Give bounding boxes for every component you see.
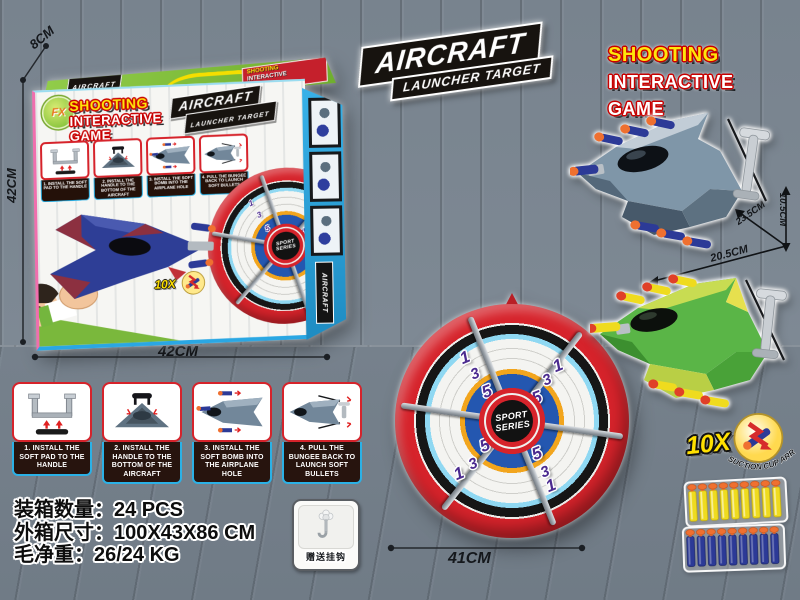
- suction-arrow-count: 10X: [685, 428, 732, 461]
- green-jet-toy: [590, 274, 787, 408]
- step-card-2: 2. INSTALL THE HANDLE TO THE BOTTOM OF T…: [102, 382, 182, 484]
- packing-weight-label: 毛净重：: [14, 544, 94, 566]
- main-tagline-line1: SHOOTING: [608, 44, 719, 66]
- box-art-blue-jet: [32, 214, 216, 328]
- gray-jet-handle: [732, 127, 771, 201]
- hook-icon: [317, 509, 334, 538]
- suction-arrow-count-text: 10X: [684, 427, 732, 461]
- packing-size-row: 外箱尺寸：100X43X86 CM: [14, 521, 256, 545]
- box-front-panel: FX SHOOTING INTERACTIVE GAME AIRCRAFT LA…: [32, 78, 310, 351]
- green-jet-handle: [751, 288, 787, 360]
- box-width-dimension: 42CM: [158, 343, 199, 360]
- step-card-3: 3. INSTALL THE SOFT BOMB INTO THE AIRPLA…: [192, 382, 272, 484]
- hook-illustration: [298, 505, 354, 549]
- packing-quantity-value: 24 PCS: [114, 499, 183, 521]
- step3-illustration: [192, 382, 272, 442]
- hook-label: 赠送挂钩: [305, 552, 346, 562]
- target-width-dimension: 41CM: [448, 550, 491, 567]
- packing-size-value: 100X43X86 CM: [114, 521, 256, 544]
- step-card-1: 1. INSTALL THE SOFT PAD TO THE HANDLE: [12, 382, 92, 476]
- step3-caption: 3. INSTALL THE SOFT BOMB INTO THE AIRPLA…: [192, 442, 272, 484]
- main-tagline-line3: GAME: [608, 99, 664, 119]
- packing-weight-row: 毛净重：26/24 KG: [14, 544, 255, 567]
- step2-illustration: [102, 382, 182, 442]
- box-10x-badge: 10X: [154, 269, 206, 297]
- target-disc: 1 1 1 1 3 3 3 3 5 5 5 5 SPORT SERIES: [395, 304, 629, 538]
- packing-info: 装箱数量：24 PCS 外箱尺寸：100X43X86 CM 毛净重：26/24 …: [14, 499, 256, 568]
- gift-hook-card: 赠送挂钩: [292, 499, 360, 571]
- step4-caption: 4. PULL THE BUNGEE BACK TO LAUNCH SOFT B…: [282, 442, 362, 484]
- product-box: AIRCRAFT LAUNCHER TARGET SHOOTING INTERA…: [27, 53, 352, 351]
- step4-illustration: [282, 382, 362, 442]
- step2-caption: 2. INSTALL THE HANDLE TO THE BOTTOM OF T…: [102, 442, 182, 484]
- step-card-4: 4. PULL THE BUNGEE BACK TO LAUNCH SOFT B…: [282, 382, 362, 484]
- packing-quantity-row: 装箱数量：24 PCS: [14, 499, 255, 522]
- step1-caption: 1. INSTALL THE SOFT PAD TO THE HANDLE: [12, 442, 92, 476]
- packing-quantity-label: 装箱数量：: [14, 499, 114, 521]
- gray-jet-toy: [570, 113, 771, 249]
- main-tagline-line2: INTERACTIVE: [608, 72, 734, 92]
- blue-darts-pack: [681, 523, 787, 573]
- step1-illustration: [12, 382, 92, 442]
- yellow-darts-pack: [683, 476, 789, 528]
- main-tagline: SHOOTING INTERACTIVE GAME: [608, 42, 734, 123]
- target-board: 1 1 1 1 3 3 3 3 5 5 5 5 SPORT SERIES: [392, 288, 632, 560]
- suction-arrow-badge: SUCTION CUP ARROW: [713, 407, 799, 475]
- packing-size-label: 外箱尺寸：: [14, 521, 114, 544]
- packing-weight-value: 26/24 KG: [94, 544, 180, 566]
- box-10x-badge-icon: [181, 271, 205, 295]
